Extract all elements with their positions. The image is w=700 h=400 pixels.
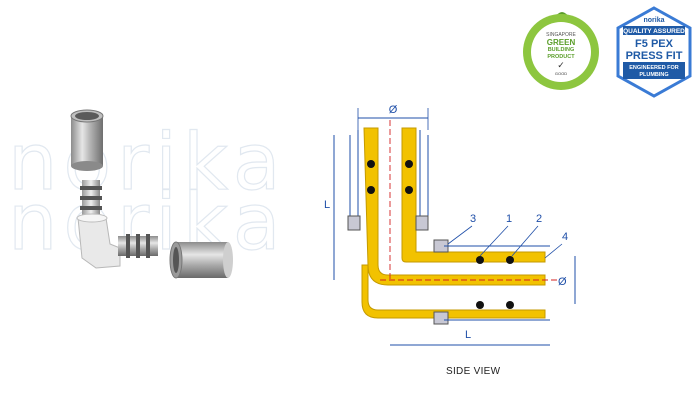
callout-3: 3 [470, 213, 476, 225]
insert-top [80, 180, 102, 220]
dimension-right: Ø [558, 256, 576, 304]
side-view-diagram: Ø L L [324, 104, 576, 346]
badge-line: GREEN [546, 38, 576, 47]
badge-line: PRODUCT [547, 54, 575, 60]
sleeve-collars [347, 215, 449, 325]
brass-elbow [361, 127, 546, 319]
pipe-horizontal [444, 245, 550, 321]
badge-line: BUILDING [547, 47, 575, 53]
length-label-left: L [324, 199, 330, 211]
watermark-text: norika [7, 117, 287, 208]
badge-line: GOOD [554, 71, 568, 76]
diameter-label-top: Ø [389, 104, 398, 116]
callout-4: 4 [562, 231, 568, 243]
badge-title: PRESS FIT [625, 50, 683, 62]
length-label-bottom: L [465, 329, 471, 341]
callout-2: 2 [536, 213, 542, 225]
badge-center: SINGAPORE GREEN BUILDING PRODUCT ✓ GOOD [531, 22, 591, 82]
press-sleeve-side [169, 241, 233, 279]
dimension-bottom: L [390, 329, 550, 346]
quality-assured-badge: norika QUALITY ASSURED F5 PEX PRESS FIT … [614, 6, 694, 98]
diagram-caption: SIDE VIEW [446, 366, 501, 377]
diameter-label-right: Ø [558, 276, 567, 288]
badge-assured: QUALITY ASSURED [623, 28, 685, 35]
green-building-badge: SINGAPORE GREEN BUILDING PRODUCT ✓ GOOD [521, 8, 605, 90]
dimension-top: Ø [357, 104, 429, 130]
center-lines [380, 120, 560, 281]
product-image [70, 109, 233, 279]
callout-1: 1 [506, 213, 512, 225]
badge-shape [616, 6, 692, 98]
callouts: 3 1 2 4 [447, 213, 568, 259]
insert-side [118, 234, 158, 258]
dimension-left: L [324, 135, 335, 280]
o-rings [367, 160, 514, 309]
badge-subtitle: PLUMBING [639, 72, 669, 78]
badge-line: SINGAPORE [546, 32, 576, 38]
check-icon: ✓ [557, 60, 565, 70]
badge-title: F5 PEX [635, 38, 673, 50]
pipe-vertical [349, 130, 429, 225]
press-sleeve-top [70, 109, 104, 171]
badge-subtitle: ENGINEERED FOR [629, 65, 679, 71]
fitting-body [76, 213, 121, 269]
brand-logo: norika [643, 17, 665, 24]
